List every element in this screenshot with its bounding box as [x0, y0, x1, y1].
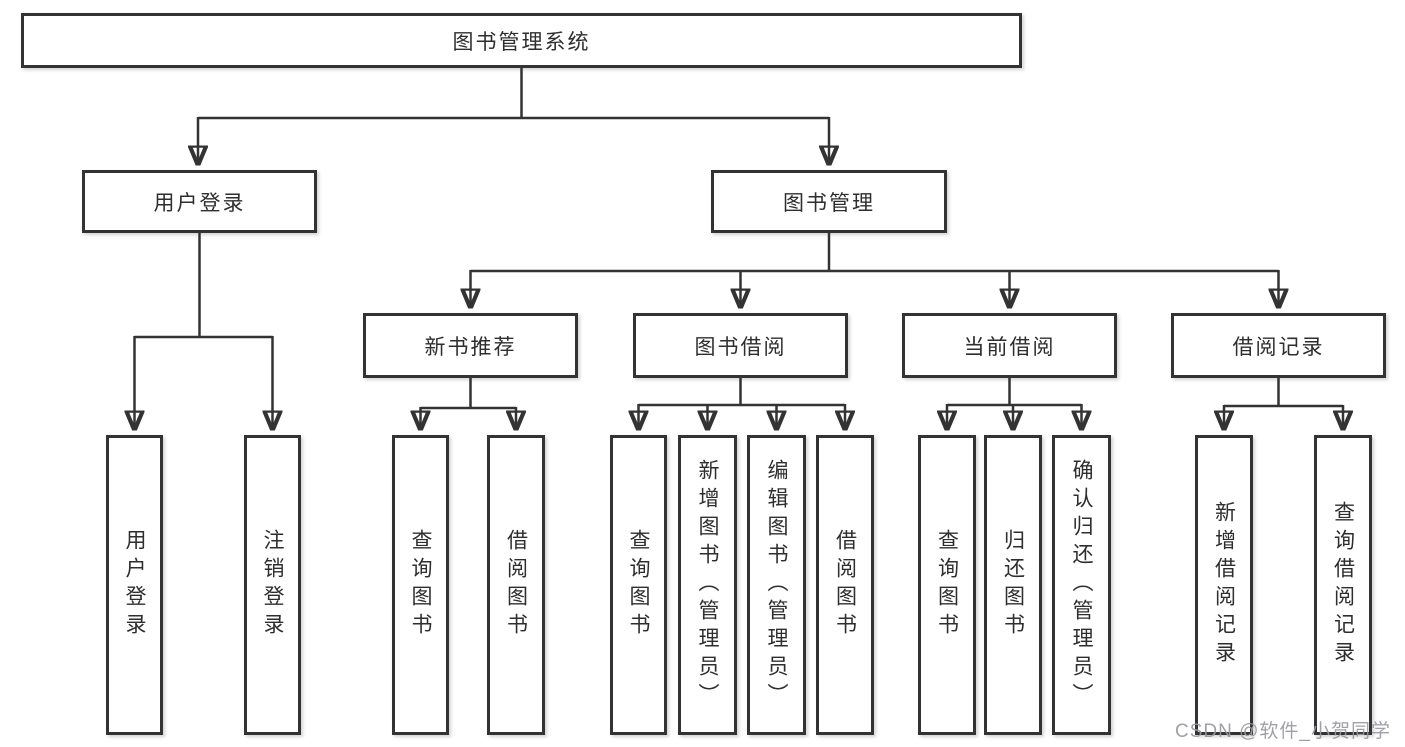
leaf-query-book-current: 查询图书 [918, 435, 976, 735]
leaf-query-book-borrow: 查询图书 [610, 435, 667, 735]
csdn-watermark: CSDN @软件_小贺同学 [1175, 721, 1391, 742]
connectors-book-borrow [639, 377, 846, 429]
leaf-edit-book-admin: 编辑图书（管理员） [747, 435, 806, 735]
connectors-borrow-record [1224, 377, 1343, 429]
node-root-system: 图书管理系统 [21, 13, 1022, 68]
leaf-user-login: 用户登录 [106, 435, 163, 735]
leaf-query-book-recommend: 查询图书 [392, 435, 449, 735]
leaf-add-borrow-record: 新增借阅记录 [1195, 435, 1253, 735]
connectors-user-login [135, 232, 273, 429]
connectors-root [198, 67, 829, 164]
connectors-new-book-recommend [421, 377, 517, 429]
node-book-borrow: 图书借阅 [633, 313, 848, 378]
leaf-confirm-return-admin: 确认归还（管理员） [1052, 435, 1111, 735]
node-current-borrow: 当前借阅 [902, 313, 1117, 378]
leaf-add-book-admin: 新增图书（管理员） [678, 435, 737, 735]
node-user-login: 用户登录 [82, 170, 317, 233]
leaf-return-book: 归还图书 [984, 435, 1042, 735]
node-book-management: 图书管理 [711, 170, 947, 233]
connectors-book-management [471, 232, 1279, 307]
leaf-borrow-book: 借阅图书 [816, 435, 874, 735]
leaf-query-borrow-record: 查询借阅记录 [1314, 435, 1372, 735]
node-new-book-recommend: 新书推荐 [363, 313, 578, 378]
leaf-logout: 注销登录 [244, 435, 301, 735]
leaf-borrow-book-recommend: 借阅图书 [487, 435, 545, 735]
connectors-current-borrow [947, 377, 1082, 429]
node-borrow-record: 借阅记录 [1171, 313, 1386, 378]
